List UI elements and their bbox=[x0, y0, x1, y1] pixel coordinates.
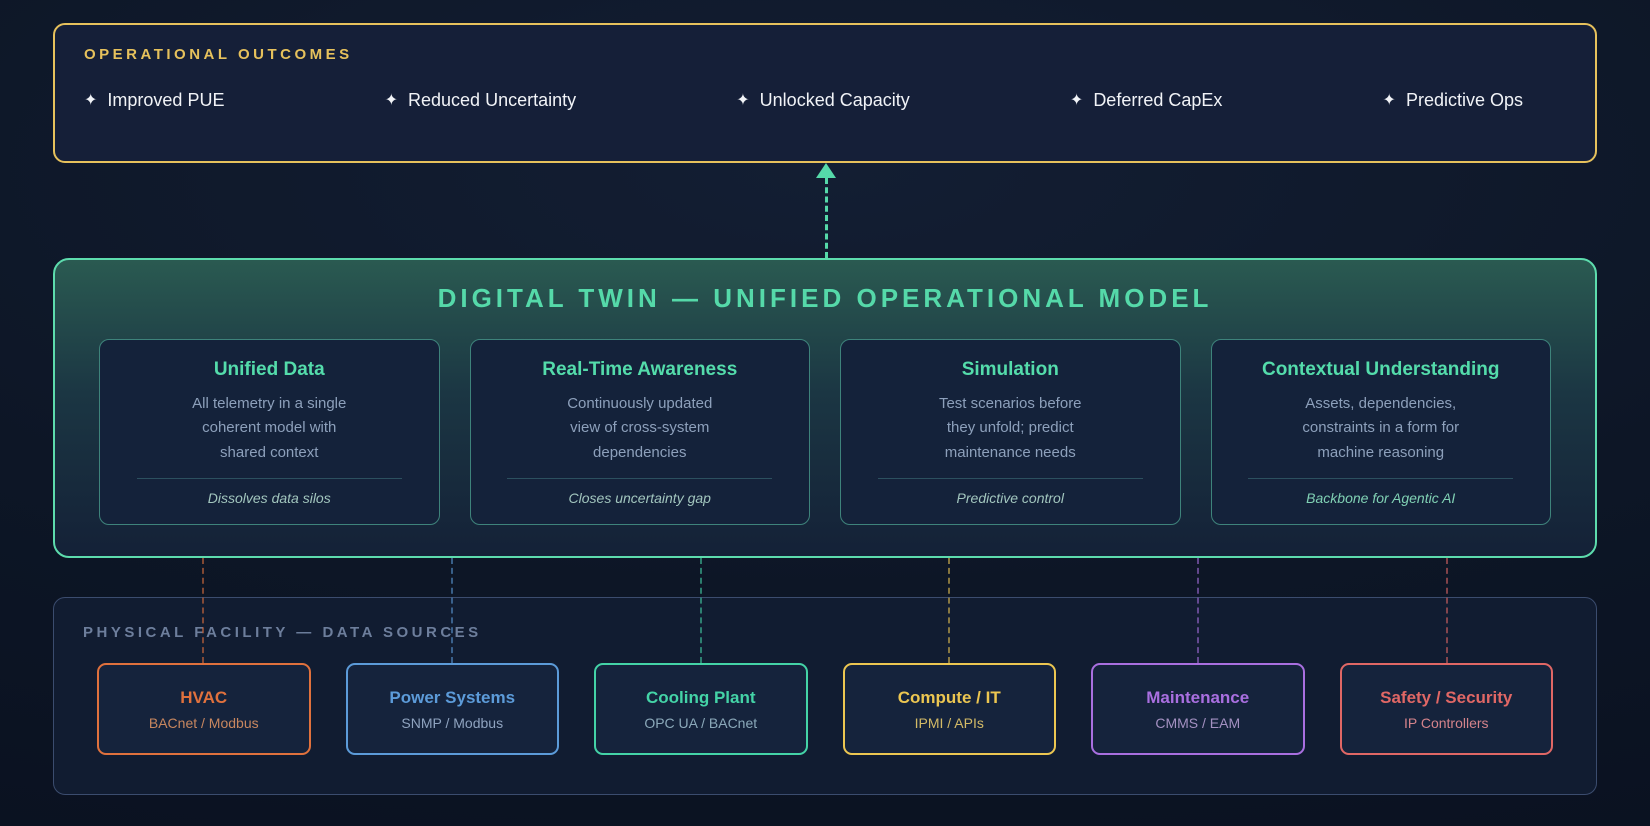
source-card-power-systems: Power Systems SNMP / Modbus bbox=[345, 663, 559, 755]
twin-card-footer: Dissolves data silos bbox=[207, 489, 331, 506]
source-card-subtitle: SNMP / Modbus bbox=[401, 714, 504, 731]
arrow-dashed-line bbox=[824, 178, 828, 258]
connector-line-power bbox=[451, 558, 453, 663]
twin-card-title: Unified Data bbox=[213, 359, 325, 380]
source-cards: HVAC BACnet / Modbus Power Systems SNMP … bbox=[54, 663, 1596, 755]
connector-line-cooling bbox=[700, 558, 702, 663]
source-card-title: Cooling Plant bbox=[645, 687, 756, 707]
source-card-title: HVAC bbox=[180, 687, 228, 707]
outcome-item: ✦ Improved PUE bbox=[84, 90, 224, 111]
star-icon: ✦ bbox=[1382, 91, 1396, 109]
outcome-label: Predictive Ops bbox=[1405, 90, 1523, 110]
outcome-item: ✦ Reduced Uncertainty bbox=[385, 90, 577, 111]
connector-line-compute bbox=[948, 558, 950, 663]
outcomes-label: OPERATIONAL OUTCOMES bbox=[84, 46, 353, 63]
connector-line-maintenance bbox=[1197, 558, 1199, 663]
source-card-subtitle: CMMS / EAM bbox=[1155, 714, 1241, 731]
divider bbox=[136, 477, 402, 479]
source-card-subtitle: OPC UA / BACnet bbox=[644, 714, 758, 731]
star-icon: ✦ bbox=[384, 91, 399, 109]
source-card-subtitle: IPMI / APIs bbox=[914, 714, 984, 731]
divider bbox=[1248, 477, 1514, 479]
source-card-subtitle: IP Controllers bbox=[1403, 714, 1489, 731]
divider bbox=[507, 477, 773, 479]
twin-card-real-time-awareness: Real-Time Awareness Continuously updated… bbox=[469, 339, 810, 525]
outcome-label: Reduced Uncertainty bbox=[408, 90, 577, 110]
twin-card-body: Test scenarios before they unfold; predi… bbox=[938, 395, 1082, 461]
source-card-title: Compute / IT bbox=[897, 687, 1001, 707]
twin-card-body: All telemetry in a single coherent model… bbox=[192, 395, 347, 461]
star-icon: ✦ bbox=[1069, 91, 1084, 109]
flow-arrow-up bbox=[816, 163, 836, 258]
twin-card-unified-data: Unified Data All telemetry in a single c… bbox=[99, 339, 440, 525]
divider bbox=[877, 477, 1143, 479]
outcomes-panel: OPERATIONAL OUTCOMES ✦ Improved PUE ✦ Re… bbox=[53, 23, 1597, 163]
source-card-hvac: HVAC BACnet / Modbus bbox=[97, 663, 311, 755]
source-card-safety-security: Safety / Security IP Controllers bbox=[1339, 663, 1553, 755]
outcome-label: Deferred CapEx bbox=[1093, 90, 1223, 110]
arrow-head-icon bbox=[816, 163, 836, 178]
source-card-compute-it: Compute / IT IPMI / APIs bbox=[842, 663, 1056, 755]
outcome-item: ✦ Predictive Ops bbox=[1383, 90, 1523, 111]
twin-card-body: Continuously updated view of cross-syste… bbox=[567, 395, 713, 461]
star-icon: ✦ bbox=[84, 91, 98, 109]
outcome-label: Improved PUE bbox=[107, 90, 225, 110]
outcomes-items: ✦ Improved PUE ✦ Reduced Uncertainty ✦ U… bbox=[55, 90, 1595, 111]
twin-card-title: Real-Time Awareness bbox=[542, 359, 738, 380]
twin-card-footer: Closes uncertainty gap bbox=[568, 489, 711, 506]
source-card-cooling-plant: Cooling Plant OPC UA / BACnet bbox=[594, 663, 808, 755]
source-card-title: Maintenance bbox=[1146, 687, 1250, 707]
connector-line-hvac bbox=[202, 558, 204, 663]
digital-twin-cards: Unified Data All telemetry in a single c… bbox=[55, 339, 1595, 525]
connector-line-safety bbox=[1446, 558, 1448, 663]
twin-card-title: Contextual Understanding bbox=[1261, 359, 1500, 380]
digital-twin-panel: DIGITAL TWIN — UNIFIED OPERATIONAL MODEL… bbox=[53, 258, 1597, 558]
data-sources-label: PHYSICAL FACILITY — DATA SOURCES bbox=[83, 624, 482, 641]
digital-twin-title: DIGITAL TWIN — UNIFIED OPERATIONAL MODEL bbox=[437, 283, 1213, 313]
twin-card-body: Assets, dependencies, constraints in a f… bbox=[1302, 395, 1460, 461]
source-card-subtitle: BACnet / Modbus bbox=[148, 714, 259, 731]
source-card-maintenance: Maintenance CMMS / EAM bbox=[1091, 663, 1305, 755]
source-card-title: Power Systems bbox=[389, 687, 516, 707]
twin-card-contextual-understanding: Contextual Understanding Assets, depende… bbox=[1210, 339, 1551, 525]
star-icon: ✦ bbox=[736, 91, 750, 109]
data-sources-panel: PHYSICAL FACILITY — DATA SOURCES HVAC BA… bbox=[53, 597, 1597, 795]
twin-card-simulation: Simulation Test scenarios before they un… bbox=[840, 339, 1181, 525]
outcome-item: ✦ Unlocked Capacity bbox=[736, 90, 909, 111]
twin-card-footer: Predictive control bbox=[956, 489, 1064, 506]
twin-card-title: Simulation bbox=[961, 359, 1059, 380]
twin-card-footer: Backbone for Agentic AI bbox=[1306, 489, 1456, 506]
source-card-title: Safety / Security bbox=[1380, 687, 1513, 707]
outcome-label: Unlocked Capacity bbox=[759, 90, 910, 110]
outcome-item: ✦ Deferred CapEx bbox=[1070, 90, 1222, 111]
